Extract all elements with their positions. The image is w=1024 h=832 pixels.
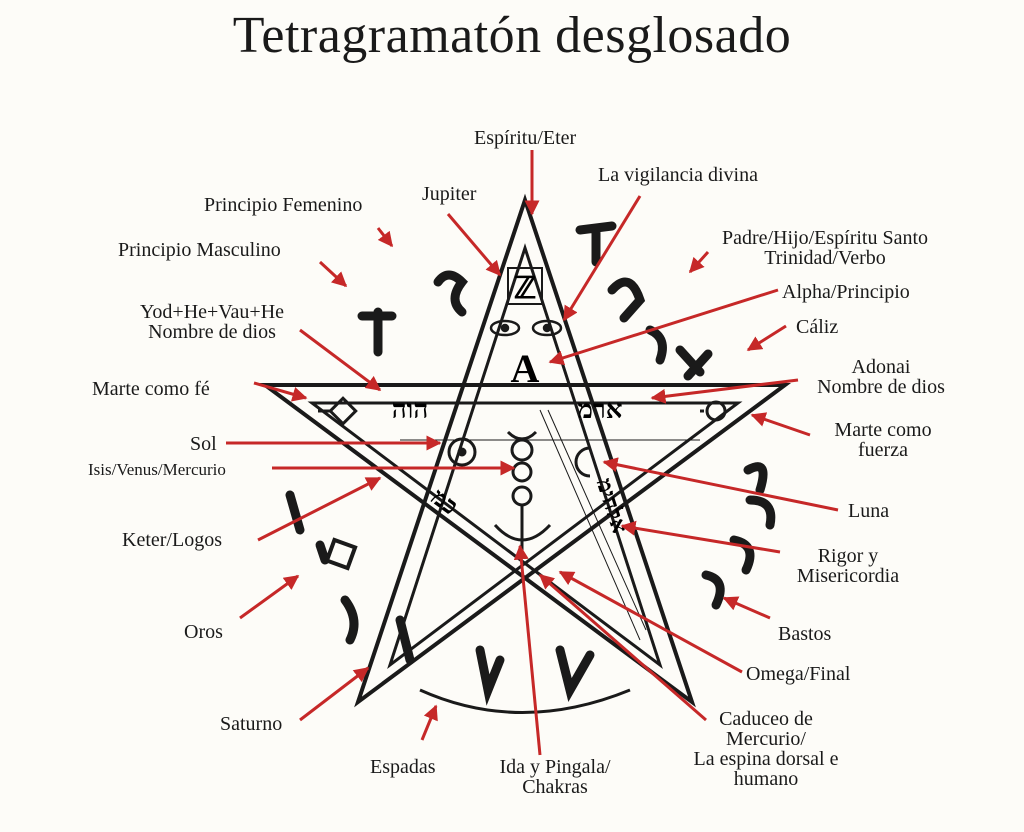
label-saturno: Saturno — [220, 713, 283, 735]
center-alpha: A — [511, 346, 540, 391]
label-vigilancia: La vigilancia divina — [598, 164, 758, 186]
label-yod: Yod+He+Vau+He Nombre de dios — [112, 302, 312, 342]
label-oros: Oros — [184, 621, 223, 643]
circle-glyphs — [285, 221, 776, 706]
sun-symbol — [447, 437, 477, 467]
label-masculino: Principio Masculino — [118, 239, 281, 261]
pentagram-star — [258, 193, 792, 708]
label-marte-fuerza: Marte como fuerza — [808, 420, 958, 460]
label-rigor-line1: Rigor y — [817, 545, 879, 567]
eye-symbols — [489, 319, 563, 337]
label-rigor-line2: Misericordia — [796, 565, 900, 587]
label-omega: Omega/Final — [746, 663, 851, 685]
label-ida: Ida y Pingala/ Chakras — [480, 757, 630, 797]
chalice-symbol-right — [700, 400, 727, 422]
label-espadas: Espadas — [370, 756, 436, 778]
label-adonai-line2: Nombre de dios — [817, 376, 945, 398]
label-femenino: Principio Femenino — [204, 194, 363, 216]
label-trinidad-line2: Trinidad/Verbo — [764, 247, 886, 269]
label-caduceo: Caduceo de Mercurio/ La espina dorsal e … — [676, 709, 856, 789]
label-sol: Sol — [190, 433, 217, 455]
sigil-square — [324, 537, 358, 571]
label-caliz: Cáliz — [796, 316, 839, 338]
label-yod-line2: Nombre de dios — [148, 321, 276, 343]
moon-symbol — [574, 446, 591, 478]
band-shading — [400, 409, 700, 641]
label-marte-fe: Marte como fé — [92, 378, 210, 400]
label-luna: Luna — [848, 500, 890, 522]
label-adonai-line1: Adonai — [851, 356, 911, 378]
label-trinidad: Padre/Hijo/Espíritu Santo Trinidad/Verbo — [696, 228, 954, 268]
label-ida-line2: Chakras — [522, 776, 588, 798]
label-yod-line1: Yod+He+Vau+He — [139, 301, 285, 323]
outer-circle — [419, 688, 631, 714]
label-caduceo-line3: La espina dorsal e — [693, 748, 839, 770]
label-alpha: Alpha/Principio — [782, 281, 910, 303]
hebrew-left-word: הוה — [392, 395, 429, 425]
mars-symbol — [318, 396, 358, 426]
label-keter: Keter/Logos — [122, 529, 222, 551]
label-adonai: Adonai Nombre de dios — [796, 357, 966, 397]
page-title: Tetragramatón desglosado — [232, 7, 792, 64]
label-trinidad-line1: Padre/Hijo/Espíritu Santo — [721, 227, 929, 249]
label-marte-fuerza-line2: fuerza — [858, 439, 908, 461]
mercury-staff — [493, 430, 552, 555]
label-marte-fuerza-line1: Marte como — [834, 419, 932, 441]
label-caduceo-line1: Caduceo de — [719, 708, 813, 730]
annotation-arrows — [226, 150, 839, 756]
hebrew-right-word: ארמ — [578, 395, 623, 425]
label-bastos: Bastos — [778, 623, 832, 645]
label-jupiter: Jupiter — [422, 183, 477, 205]
label-rigor: Rigor y Misericordia — [782, 546, 914, 586]
top-letter: ℤ — [514, 272, 536, 305]
label-caduceo-line4: humano — [733, 768, 799, 790]
label-ida-line1: Ida y Pingala/ — [499, 756, 611, 778]
label-caduceo-line2: Mercurio/ — [726, 728, 806, 750]
label-isis: Isis/Venus/Mercurio — [88, 460, 226, 479]
label-espiritu: Espíritu/Eter — [474, 127, 577, 149]
top-sigil: ℤ — [507, 267, 543, 305]
